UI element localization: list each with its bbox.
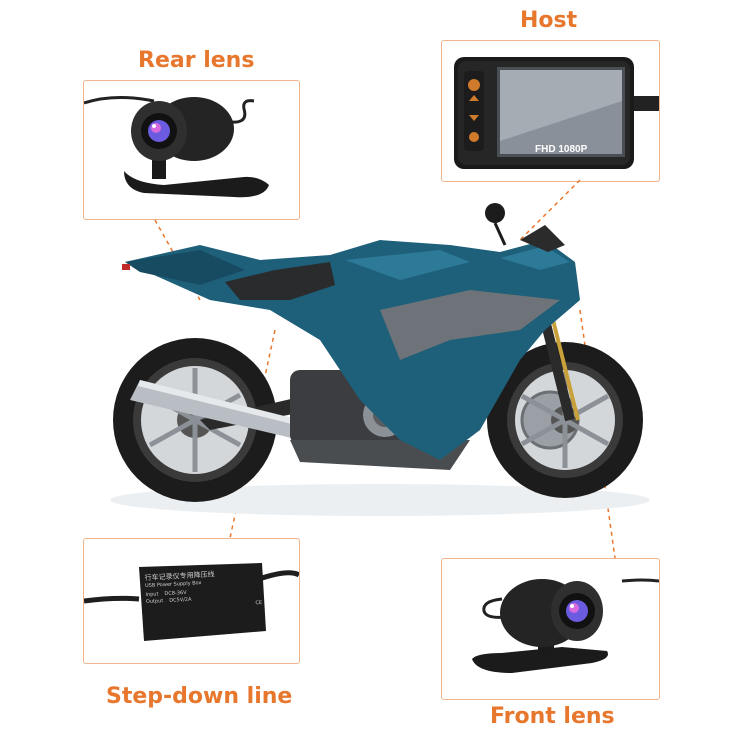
step-down-box: 行车记录仪专用降压线 USB Power Supply Box Input DC…: [83, 538, 300, 664]
label-rear-lens: Rear lens: [138, 48, 255, 73]
label-front-lens: Front lens: [490, 704, 615, 729]
rear-lens-camera: [84, 95, 269, 198]
rear-lens-box: [83, 80, 300, 220]
host-dashcam: [454, 57, 659, 169]
host-resolution-text: FHD 1080P: [535, 144, 588, 155]
front-lens-box: [441, 558, 660, 700]
label-host: Host: [520, 8, 578, 33]
host-box: FHD 1080P: [441, 40, 660, 182]
step-down-cable: [84, 563, 299, 641]
label-step-down-line: Step-down line: [106, 684, 293, 709]
leader-host: [519, 179, 581, 241]
front-lens-camera: [472, 578, 659, 673]
